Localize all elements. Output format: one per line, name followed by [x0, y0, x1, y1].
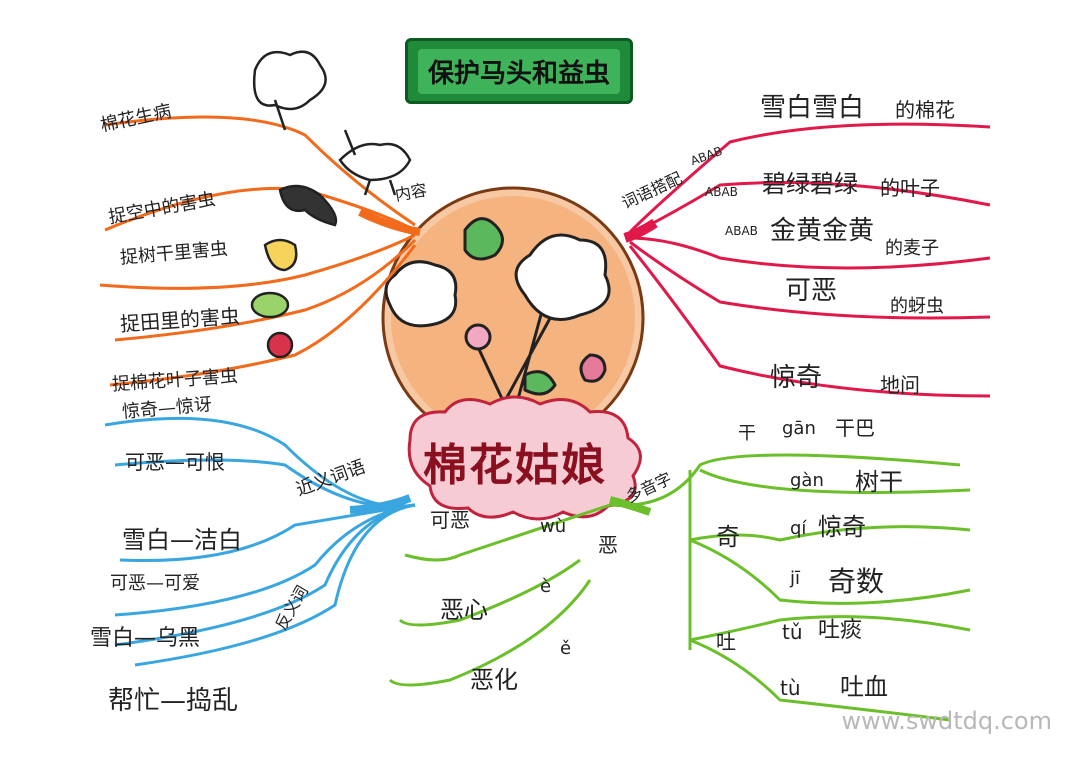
pattern-label: ABAB [705, 185, 738, 199]
pinyin: jī [790, 568, 801, 589]
word-pairing-branch [623, 122, 991, 398]
cotton-plant-icon [384, 217, 611, 411]
pairing-suffix: 的棉花 [895, 98, 955, 122]
pairing-suffix: 的蚜虫 [890, 296, 944, 317]
antonym-item: 帮忙—捣乱 [108, 686, 239, 716]
polyphonic-branch [388, 453, 971, 722]
pairing-word: 惊奇 [770, 363, 823, 393]
poly-word: 树干 [855, 468, 903, 496]
title-box: 保护马头和益虫 [405, 38, 633, 104]
pinyin: tǔ [782, 620, 803, 644]
poly-char: 干 [738, 423, 756, 444]
frog-icon [250, 291, 290, 319]
pinyin: qí [790, 518, 807, 539]
pairing-suffix: 的麦子 [885, 238, 939, 259]
poly-word: 吐血 [840, 673, 888, 701]
woodpecker-icon [263, 238, 298, 272]
center-cloud [407, 395, 642, 521]
pattern-label: ABAB [725, 224, 758, 238]
pinyin: wù [540, 516, 567, 537]
pairing-word: 可恶 [785, 276, 838, 306]
pinyin: gān [782, 418, 816, 439]
center-title: 棉花姑娘 [415, 428, 615, 494]
poly-word: 恶心 [440, 596, 488, 624]
center-title-text: 棉花姑娘 [423, 440, 607, 491]
poly-char: 恶 [598, 533, 618, 557]
cotton-icon [252, 50, 327, 131]
swallow-icon [278, 184, 338, 227]
pinyin: ě [560, 638, 572, 659]
pinyin: è [540, 576, 552, 597]
poly-word: 吐痰 [818, 618, 863, 643]
poly-char: 奇 [716, 523, 740, 551]
antonym-item: 可恶—可爱 [110, 573, 200, 594]
poly-word: 惊奇 [818, 513, 866, 541]
antonym-item: 雪白—乌黑 [90, 626, 201, 651]
page-title: 保护马头和益虫 [417, 48, 620, 94]
pairing-suffix: 的叶子 [880, 176, 940, 200]
pairing-word: 雪白雪白 [760, 93, 865, 123]
poly-char: 吐 [716, 630, 736, 654]
pairing-word: 金黄金黄 [770, 216, 875, 246]
poly-word: 奇数 [828, 565, 885, 598]
pinyin: gàn [790, 470, 824, 491]
content-branch [99, 115, 421, 387]
pinyin: tù [780, 676, 801, 700]
poly-word: 干巴 [835, 416, 875, 440]
poly-word: 恶化 [470, 666, 518, 694]
pairing-word: 碧绿碧绿 [762, 170, 858, 198]
watermark: www.swdtdq.com [841, 707, 1052, 735]
poly-word: 可恶 [430, 508, 470, 532]
ladybug-icon [266, 331, 294, 359]
synonym-item: 雪白—洁白 [122, 526, 242, 554]
synonym-item: 可恶—可恨 [125, 450, 225, 474]
synonyms-branch [104, 416, 416, 667]
pairing-suffix: 地问 [880, 373, 920, 397]
bug-icon [338, 129, 412, 196]
